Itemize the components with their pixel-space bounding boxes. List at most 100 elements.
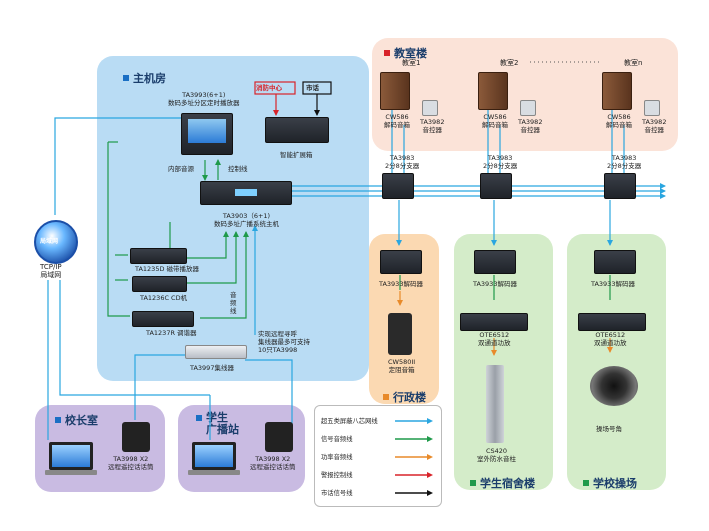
zone-playground-label: 学校操场	[593, 477, 637, 490]
admin-decoder-label: TA3933解码器	[379, 280, 423, 288]
legend-item: 功率音频线	[321, 452, 352, 461]
admin-speaker-label: CW580II 定阻音箱	[388, 358, 416, 374]
ta3903-label: TA3903（6+1) 数码多址广播系统主机	[214, 212, 279, 228]
legend-item-label: 警报控制线	[321, 472, 353, 479]
bullet-icon	[123, 75, 129, 81]
zone-title-playground: 学校操场	[583, 475, 637, 491]
ta3903-device	[200, 181, 292, 205]
bullet-icon	[384, 50, 390, 56]
classroom-controller-label-0: TA3982 音控器	[420, 118, 445, 134]
admin-speaker-icon	[388, 313, 412, 355]
ta3993-screen	[188, 119, 226, 143]
legend-item-label: 超五类屏蔽八芯网线	[321, 418, 378, 425]
legend-item: 超五类屏蔽八芯网线	[321, 416, 378, 425]
zone-station-label: 学生 广播站	[206, 411, 239, 436]
zone-title-machine-room: 主机房	[123, 70, 166, 86]
zone-dorm-label: 学生宿舍楼	[480, 477, 535, 490]
ta1237r-label: TA1237R 调谐器	[146, 329, 197, 337]
dorm-column-speaker-icon	[486, 365, 504, 443]
dorm-column-label: CS420 室外防水音柱	[477, 447, 516, 463]
station-laptop-icon	[188, 442, 240, 476]
classroom-splitter-device-0	[382, 173, 414, 199]
smart-expander-label: 智能扩展箱	[280, 151, 313, 159]
bullet-icon	[383, 394, 389, 400]
zone-classroom-label: 教室楼	[394, 47, 427, 60]
legend-line-swatch	[395, 454, 433, 460]
ta1237r-device	[132, 311, 194, 327]
classroom-speaker-icon-2	[602, 72, 632, 110]
legend: 超五类屏蔽八芯网线信号音频线功率音频线警报控制线市话信号线	[314, 405, 442, 507]
dorm-amp-label: OTE6512 双通道功放	[478, 331, 511, 347]
ta1235d-label: TA1235D 磁带播放器	[135, 265, 200, 273]
classroom-speaker-icon-0	[380, 72, 410, 110]
legend-item: 市话信号线	[321, 488, 352, 497]
lan-label: TCP/IP 局域网	[40, 263, 62, 279]
playground-horn-icon	[590, 366, 638, 406]
playground-horn-label: 操场号角	[596, 425, 622, 433]
playground-amp-label: OTE6512 双通道功放	[594, 331, 627, 347]
remote-note-label: 实现远程寻呼 集线器最多可支持 10只TA3998	[258, 330, 310, 354]
ta3997-device	[185, 345, 247, 359]
zone-admin-label: 行政楼	[393, 391, 426, 404]
ta1236c-label: TA1236C CD机	[140, 294, 188, 302]
classroom-name-1: 教室2	[500, 59, 519, 67]
station-device-label: TA3998 X2 远程遥控话话筒	[250, 455, 296, 471]
playground-decoder-device	[594, 250, 636, 274]
legend-line-swatch	[395, 436, 433, 442]
legend-item-label: 市话信号线	[321, 490, 353, 497]
lan-globe-icon: 局域网	[34, 220, 78, 264]
ta3997-label: TA3997集线器	[190, 364, 234, 372]
classroom-splitter-label-0: TA3983 2分8分支器	[385, 154, 420, 170]
city-signal-label: 市话	[306, 84, 319, 92]
ta3903-display	[235, 189, 257, 196]
classroom-speaker-icon-1	[478, 72, 508, 110]
classroom-controller-icon-0	[422, 100, 438, 116]
legend-item: 警报控制线	[321, 470, 352, 479]
bullet-icon	[196, 415, 202, 421]
admin-decoder-device	[380, 250, 422, 274]
zone-principal-label: 校长室	[65, 414, 98, 427]
legend-line-swatch	[395, 472, 433, 478]
playground-decoder-label: TA3933解码器	[591, 280, 635, 288]
classroom-speaker-label-2: CW586 解码音箱	[606, 113, 632, 129]
principal-mic-icon	[122, 422, 150, 452]
ta1236c-device	[132, 276, 187, 292]
classroom-controller-icon-1	[520, 100, 536, 116]
zone-title-classroom: 教室楼	[384, 45, 427, 61]
smart-expander-device	[265, 117, 329, 143]
zone-title-principal: 校长室	[55, 412, 98, 428]
legend-item-label: 信号音频线	[321, 436, 353, 443]
principal-device-label: TA3998 X2 远程遥控话话筒	[108, 455, 154, 471]
audio-line-label: 音 频 线	[230, 291, 237, 315]
dorm-decoder-device	[474, 250, 516, 274]
zone-playground	[567, 234, 666, 490]
classroom-name-0: 教室1	[402, 59, 421, 67]
classroom-splitter-device-1	[480, 173, 512, 199]
classroom-speaker-label-0: CW586 解码音箱	[384, 113, 410, 129]
ta1235d-device	[130, 248, 187, 264]
principal-laptop-icon	[45, 442, 97, 476]
classroom-speaker-label-1: CW586 解码音箱	[482, 113, 508, 129]
bullet-icon	[583, 480, 589, 486]
bullet-icon	[55, 417, 61, 423]
dorm-decoder-label: TA3933解码器	[473, 280, 517, 288]
legend-line-swatch	[395, 490, 433, 496]
zone-dorm	[454, 234, 553, 490]
zone-title-station: 学生 广播站	[196, 412, 239, 436]
ta3993-label: TA3993(6+1) 数码多址分区定时播放器	[168, 91, 240, 107]
zone-title-admin: 行政楼	[383, 389, 426, 405]
lan-globe-text: 局域网	[40, 238, 59, 245]
classroom-controller-icon-2	[644, 100, 660, 116]
classroom-splitter-label-1: TA3983 2分8分支器	[483, 154, 518, 170]
zone-title-dorm: 学生宿舍楼	[470, 475, 535, 491]
fire-center-label: 消防中心	[256, 84, 282, 92]
classroom-splitter-device-2	[604, 173, 636, 199]
legend-line-swatch	[395, 418, 433, 424]
playground-amp-device	[578, 313, 646, 331]
classroom-controller-label-1: TA3982 音控器	[518, 118, 543, 134]
classroom-splitter-label-2: TA3983 2分8分支器	[607, 154, 642, 170]
dorm-amp-device	[460, 313, 528, 331]
internal-source-label: 内部音源	[168, 165, 194, 173]
legend-item: 信号音频线	[321, 434, 352, 443]
